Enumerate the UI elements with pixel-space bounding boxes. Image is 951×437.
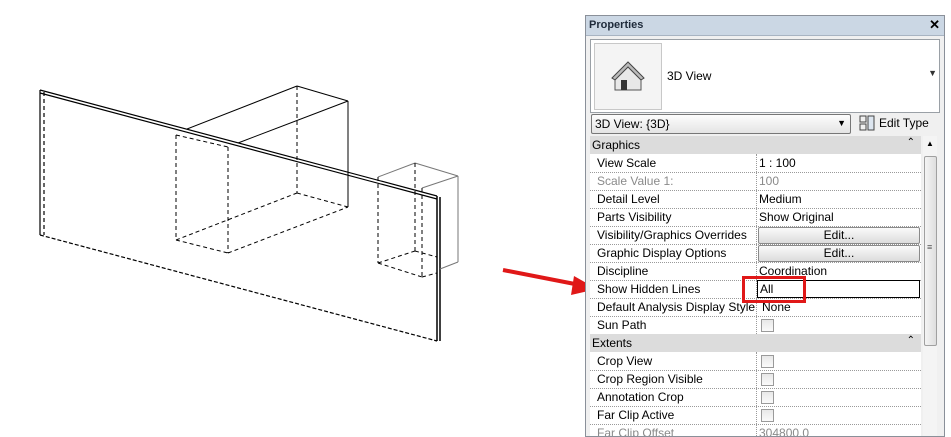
property-label: Crop Region Visible: [597, 372, 703, 386]
property-row: Far Clip Offset 304800.0: [590, 424, 921, 436]
property-row: Default Analysis Display Style None: [590, 298, 921, 317]
group-name: Extents: [592, 336, 633, 350]
grip-icon: ≡: [927, 242, 933, 252]
sun-path-checkbox[interactable]: [761, 319, 774, 332]
edit-type-label: Edit Type: [879, 116, 929, 130]
property-value[interactable]: Medium: [759, 192, 802, 206]
property-value: All: [760, 282, 774, 296]
property-row: Sun Path: [590, 316, 921, 335]
property-row: Detail Level Medium: [590, 190, 921, 209]
properties-panel: Properties ✕ 3D View ▼ 3D View: {3D} ▼ E…: [585, 15, 945, 437]
box-large: [175, 85, 349, 254]
property-label: Parts Visibility: [597, 210, 672, 224]
property-label: Sun Path: [597, 318, 647, 332]
collapse-icon[interactable]: ⌃: [906, 137, 915, 148]
property-row: Scale Value 1: 100: [590, 172, 921, 191]
property-label: Detail Level: [597, 192, 660, 206]
crop-view-checkbox[interactable]: [761, 355, 774, 368]
properties-title-bar[interactable]: Properties ✕: [586, 16, 944, 36]
property-label: Default Analysis Display Style: [597, 300, 756, 314]
property-value[interactable]: 1 : 100: [759, 156, 796, 170]
property-label: View Scale: [597, 156, 657, 170]
collapse-icon[interactable]: ⌃: [906, 335, 915, 346]
scrollbar-thumb[interactable]: ≡: [924, 156, 937, 346]
properties-scrollbar[interactable]: ▲ ≡: [923, 136, 937, 436]
property-row: Crop Region Visible: [590, 370, 921, 389]
property-row: View Scale 1 : 100: [590, 154, 921, 173]
property-row: Show Hidden Lines All: [590, 280, 921, 299]
far-clip-active-checkbox[interactable]: [761, 409, 774, 422]
group-header-extents[interactable]: Extents ⌃: [590, 334, 921, 352]
properties-grid: Graphics ⌃ View Scale 1 : 100 Scale Value…: [590, 136, 921, 436]
property-label: Discipline: [597, 264, 649, 278]
property-row: Visibility/Graphics Overrides Edit...: [590, 226, 921, 245]
close-icon[interactable]: ✕: [929, 17, 940, 32]
property-row: Parts Visibility Show Original: [590, 208, 921, 227]
house-icon: [594, 43, 662, 110]
annotation-crop-checkbox[interactable]: [761, 391, 774, 404]
wall: [39, 89, 441, 342]
property-label: Annotation Crop: [597, 390, 684, 404]
property-label: Graphic Display Options: [597, 246, 727, 260]
chevron-down-icon[interactable]: ▼: [928, 68, 937, 78]
property-label: Show Hidden Lines: [597, 282, 701, 296]
property-label: Scale Value 1:: [597, 174, 674, 188]
instance-filter-dropdown[interactable]: 3D View: {3D} ▼: [591, 114, 851, 134]
graphic-display-edit-button[interactable]: Edit...: [758, 245, 920, 262]
show-hidden-lines-field[interactable]: All: [757, 280, 920, 298]
property-row: Discipline Coordination: [590, 262, 921, 281]
property-row: Far Clip Active: [590, 406, 921, 425]
property-value: 304800.0: [759, 426, 810, 436]
red-arrow: [502, 268, 597, 295]
property-row: Crop View: [590, 352, 921, 371]
group-header-graphics[interactable]: Graphics ⌃: [590, 136, 921, 154]
edit-type-icon: [859, 115, 875, 131]
property-value[interactable]: Coordination: [759, 264, 828, 278]
property-label: Crop View: [597, 354, 653, 368]
property-label: Far Clip Active: [597, 408, 675, 422]
crop-region-visible-checkbox[interactable]: [761, 373, 774, 386]
property-value: 100: [759, 174, 780, 188]
property-row: Graphic Display Options Edit...: [590, 244, 921, 263]
property-value[interactable]: Show Original: [759, 210, 834, 224]
properties-title: Properties: [589, 19, 644, 31]
box-small: [377, 162, 459, 278]
chevron-down-icon: ▼: [837, 118, 846, 128]
group-name: Graphics: [592, 138, 641, 152]
edit-type-button[interactable]: Edit Type: [859, 114, 929, 132]
type-selector[interactable]: 3D View ▼: [590, 39, 940, 113]
property-label: Visibility/Graphics Overrides: [597, 228, 747, 242]
highlight-box: [742, 276, 806, 303]
type-name: 3D View: [667, 69, 712, 83]
property-value[interactable]: None: [762, 300, 791, 314]
instance-filter-value: 3D View: {3D}: [595, 117, 670, 131]
scroll-up-icon[interactable]: ▲: [926, 139, 934, 148]
vg-overrides-edit-button[interactable]: Edit...: [758, 227, 920, 244]
property-label: Far Clip Offset: [597, 426, 675, 436]
property-row: Annotation Crop: [590, 388, 921, 407]
